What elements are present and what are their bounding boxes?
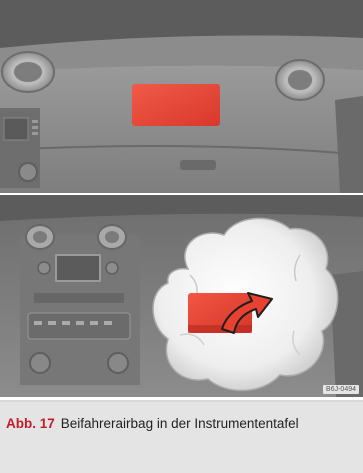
caption-text: Beifahrerairbag in der Instrumenten­tafe… bbox=[61, 416, 299, 431]
air-vent-icon bbox=[26, 225, 54, 249]
figure-code: B6J-0494 bbox=[323, 385, 359, 394]
dashboard-illustration-bottom: B6J-0494 bbox=[0, 195, 363, 397]
dashboard-bottom-svg bbox=[0, 195, 363, 397]
dashboard-top-svg bbox=[0, 0, 363, 193]
airbag-location-highlight bbox=[132, 84, 220, 126]
caption-label: Abb. 17 bbox=[6, 416, 55, 431]
air-vent-icon bbox=[2, 52, 54, 92]
air-vent-icon bbox=[98, 225, 126, 249]
dashboard-illustration-top bbox=[0, 0, 363, 193]
air-vent-icon bbox=[276, 60, 324, 100]
figure-caption: Abb. 17 Beifahrerairbag in der Instrument… bbox=[0, 400, 363, 473]
